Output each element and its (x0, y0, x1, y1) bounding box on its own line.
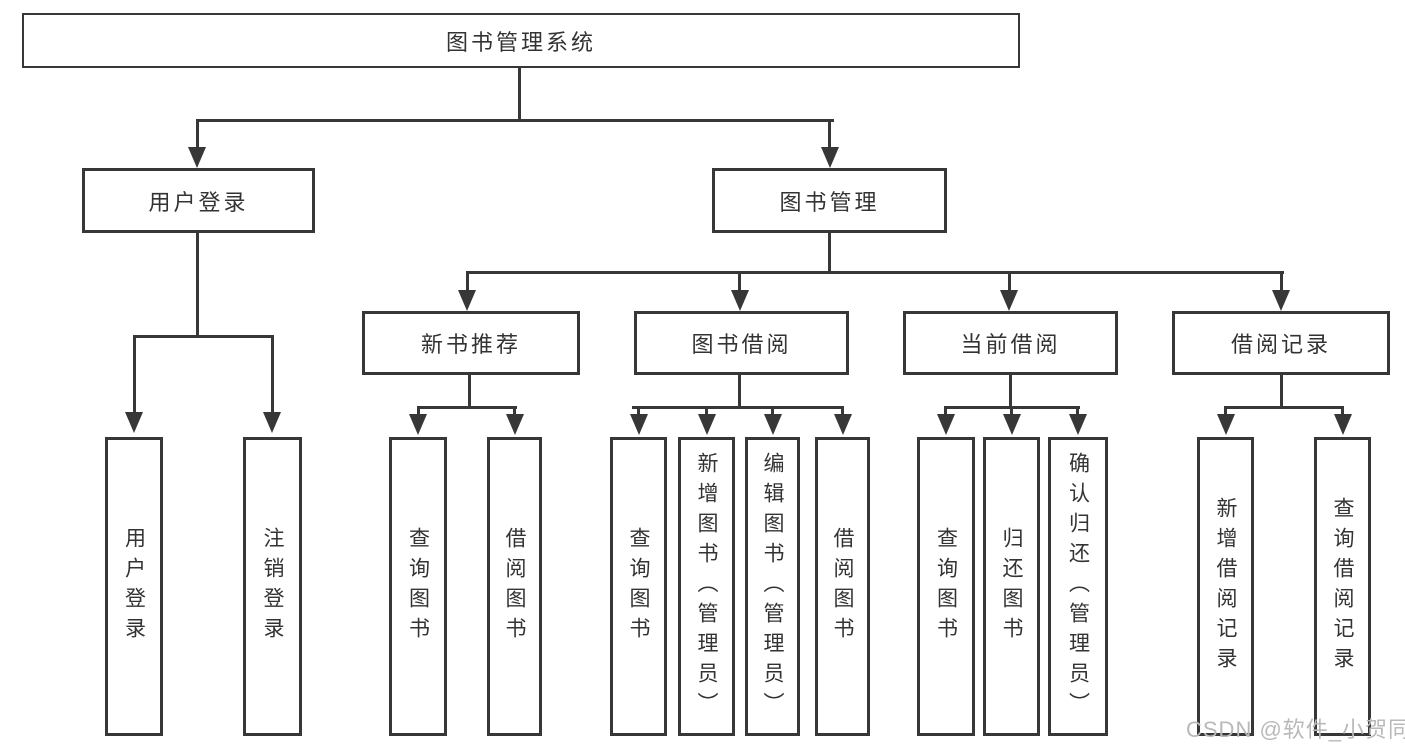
level3-new-book-recommend-label: 新书推荐 (420, 332, 521, 357)
arrowhead-down-icon (630, 414, 648, 435)
arrowhead-down-icon (458, 290, 476, 311)
leaf-newbooks-query-box: 查询图书 (389, 437, 447, 736)
connector-shaft-nb-query (417, 406, 420, 416)
connector-shaft-cb-confirm (1076, 406, 1079, 416)
connector-bookborrow-hbar (632, 406, 844, 409)
connector-root-stem (518, 68, 521, 121)
arrowhead-down-icon (937, 414, 955, 435)
connector-shaft-cb-return (1010, 406, 1013, 416)
level3-borrow-records-box: 借阅记录 (1172, 311, 1390, 375)
connector-bookmgmt-hbar (466, 271, 1284, 274)
leaf-records-query-box: 查询借阅记录 (1314, 437, 1371, 736)
level2-user-login-label: 用户登录 (148, 189, 249, 215)
connector-shaft-bb-add (705, 406, 708, 416)
connector-bookmgmt-stem (828, 233, 831, 274)
level3-book-borrow-box: 图书借阅 (634, 311, 849, 375)
connector-records-stem (1280, 375, 1283, 409)
leaf-logout-box: 注销登录 (243, 437, 302, 736)
arrowhead-down-icon (125, 412, 143, 433)
arrowhead-down-icon (731, 290, 749, 311)
arrowhead-down-icon (821, 147, 839, 168)
arrowhead-down-icon (1003, 414, 1021, 435)
connector-newbooks-hbar (417, 406, 517, 409)
leaf-borrow-query-box: 查询图书 (610, 437, 667, 736)
connector-shaft-cb-query (944, 406, 947, 416)
leaf-borrow-edit-admin-label: 编辑图书（管理员） (761, 451, 784, 722)
leaf-current-query-box: 查询图书 (917, 437, 975, 736)
connector-shaft-user-login (196, 119, 199, 150)
leaf-borrow-borrow-label: 借阅图书 (831, 526, 854, 647)
leaf-records-query-label: 查询借阅记录 (1331, 496, 1354, 677)
leaf-user-login-label: 用户登录 (122, 526, 146, 647)
connector-shaft-new-books (466, 271, 469, 293)
arrowhead-down-icon (698, 414, 716, 435)
level2-book-management-box: 图书管理 (712, 168, 947, 233)
level3-book-borrow-label: 图书借阅 (691, 332, 792, 357)
leaf-borrow-add-admin-label: 新增图书（管理员） (695, 451, 718, 722)
arrowhead-down-icon (263, 412, 281, 433)
connector-shaft-book-mgmt (828, 119, 831, 150)
leaf-logout-label: 注销登录 (261, 526, 284, 647)
connector-newbooks-stem (468, 375, 471, 409)
connector-shaft-bb-edit (771, 406, 774, 416)
leaf-newbooks-borrow-box: 借阅图书 (487, 437, 542, 736)
root-label: 图书管理系统 (445, 29, 596, 55)
connector-userlogin-stem (196, 233, 199, 338)
connector-currentborrow-stem (1009, 375, 1012, 409)
root-box-library-system: 图书管理系统 (22, 13, 1020, 68)
arrowhead-down-icon (1000, 290, 1018, 311)
csdn-watermark: CSDN @软件_小贺同学 (1186, 717, 1405, 742)
level3-borrow-records-label: 借阅记录 (1230, 332, 1331, 357)
level2-book-management-label: 图书管理 (779, 189, 880, 215)
arrowhead-down-icon (764, 414, 782, 435)
level3-current-borrow-label: 当前借阅 (960, 332, 1061, 357)
leaf-current-confirm-admin-box: 确认归还（管理员） (1048, 437, 1108, 736)
connector-shaft-bb-query (637, 406, 640, 416)
leaf-newbooks-query-label: 查询图书 (406, 526, 430, 647)
arrowhead-down-icon (1217, 414, 1235, 435)
arrowhead-down-icon (1334, 414, 1352, 435)
leaf-newbooks-borrow-label: 借阅图书 (503, 526, 526, 647)
connector-shaft-br-query (1341, 406, 1344, 416)
arrowhead-down-icon (1272, 290, 1290, 311)
leaf-records-add-box: 新增借阅记录 (1197, 437, 1254, 736)
connector-shaft-book-borrow (738, 271, 741, 293)
arrowhead-down-icon (834, 414, 852, 435)
connector-shaft-leaf-logout (271, 335, 274, 415)
leaf-records-add-label: 新增借阅记录 (1214, 496, 1237, 677)
leaf-borrow-borrow-box: 借阅图书 (815, 437, 870, 736)
arrowhead-down-icon (188, 147, 206, 168)
leaf-borrow-add-admin-box: 新增图书（管理员） (678, 437, 735, 736)
connector-bookborrow-stem (738, 375, 741, 409)
leaf-borrow-query-label: 查询图书 (627, 526, 650, 647)
connector-shaft-leaf-user-login (133, 335, 136, 415)
connector-shaft-bb-borrow (841, 406, 844, 416)
connector-userlogin-hbar (133, 335, 274, 338)
connector-shaft-borrow-records (1280, 271, 1283, 293)
connector-shaft-br-add (1224, 406, 1227, 416)
arrowhead-down-icon (409, 414, 427, 435)
leaf-current-return-label: 归还图书 (1000, 526, 1023, 647)
level3-new-book-recommend-box: 新书推荐 (362, 311, 580, 375)
connector-records-hbar (1224, 406, 1344, 409)
leaf-borrow-edit-admin-box: 编辑图书（管理员） (745, 437, 800, 736)
connector-root-hbar (196, 119, 834, 122)
leaf-current-confirm-admin-label: 确认归还（管理员） (1066, 451, 1090, 722)
level2-user-login-box: 用户登录 (82, 168, 315, 233)
connector-shaft-current-borrow (1008, 271, 1011, 293)
connector-shaft-nb-borrow (513, 406, 516, 416)
leaf-current-return-box: 归还图书 (983, 437, 1040, 736)
leaf-current-query-label: 查询图书 (934, 526, 958, 647)
leaf-user-login-box: 用户登录 (105, 437, 163, 736)
level3-current-borrow-box: 当前借阅 (903, 311, 1118, 375)
arrowhead-down-icon (506, 414, 524, 435)
arrowhead-down-icon (1069, 414, 1087, 435)
